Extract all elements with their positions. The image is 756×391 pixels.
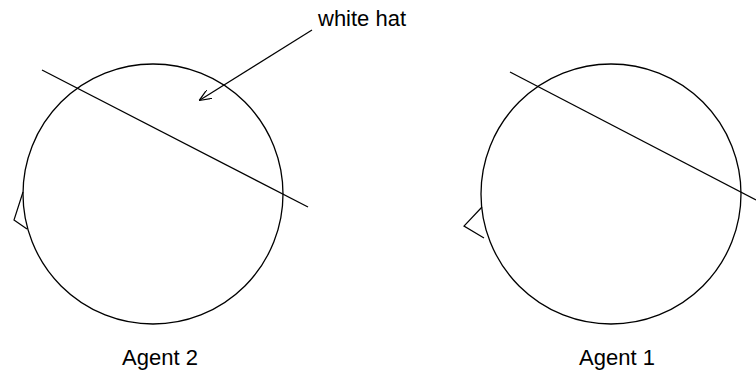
head-circle (22, 63, 284, 325)
hat-line (510, 72, 756, 200)
callout-label: white hat (318, 6, 406, 32)
nose (464, 207, 484, 238)
head-circle (480, 63, 742, 325)
agent-label: Agent 1 (579, 345, 655, 371)
agent-head: Agent 2 (22, 63, 284, 325)
agent-label: Agent 2 (122, 345, 198, 371)
leader-arrow (200, 30, 312, 100)
agent-head: Agent 1 (480, 63, 742, 325)
hat-line (42, 70, 308, 207)
nose (14, 192, 27, 229)
